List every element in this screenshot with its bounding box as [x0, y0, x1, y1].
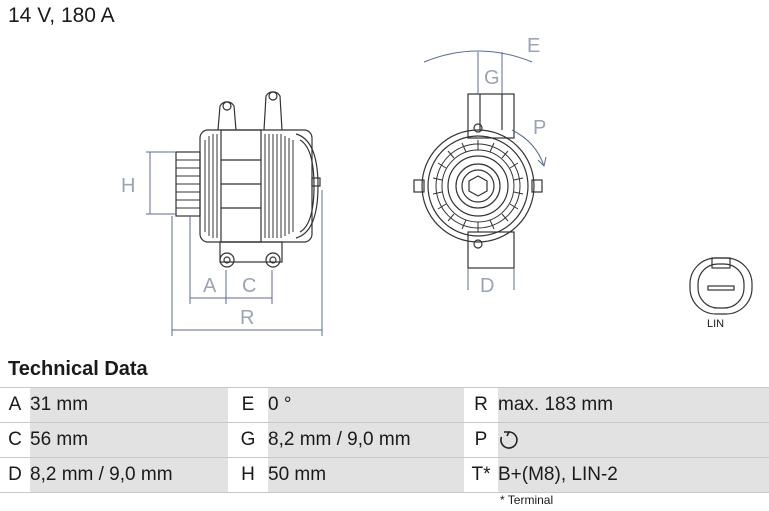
- dimension-label-g: G: [484, 67, 500, 89]
- spec-value: B+(M8), LIN-2: [498, 457, 769, 493]
- technical-data-table: A 31 mm E 0 ° R max. 183 mm C 56 mm G 8,…: [0, 387, 769, 493]
- vent-slots: [435, 143, 521, 229]
- product-title: 14 V, 180 A: [8, 4, 115, 27]
- clockwise-rotation-icon: [500, 431, 518, 449]
- spec-value: max. 183 mm: [498, 387, 769, 423]
- dimension-label-e: E: [527, 35, 540, 57]
- spec-key: R: [464, 387, 498, 423]
- spec-value: 31 mm: [30, 387, 228, 423]
- dimension-label-a: A: [203, 275, 217, 297]
- spec-key: P: [464, 422, 498, 458]
- angle-arc-e: [423, 50, 533, 63]
- alternator-front-view: [413, 93, 543, 269]
- spec-value-rotation: [498, 422, 769, 458]
- spec-key: E: [228, 387, 268, 423]
- pulley-nut: [468, 175, 488, 197]
- spec-value: 0 °: [268, 387, 464, 423]
- table-row: D 8,2 mm / 9,0 mm H 50 mm T* B+(M8), LIN…: [0, 457, 769, 493]
- spec-value: 56 mm: [30, 422, 228, 458]
- dimension-label-h: H: [121, 175, 135, 197]
- spec-key: D: [0, 457, 30, 493]
- spec-key: T*: [464, 457, 498, 493]
- table-row: C 56 mm G 8,2 mm / 9,0 mm P: [0, 422, 769, 458]
- alternator-technical-drawing: H A C R: [121, 35, 753, 336]
- table-row: A 31 mm E 0 ° R max. 183 mm: [0, 387, 769, 423]
- front-view-dimensions: [423, 50, 547, 290]
- rotation-arrow-p: [511, 129, 545, 167]
- spec-key: C: [0, 422, 30, 458]
- side-view-dimensions: [146, 151, 323, 336]
- technical-data-heading: Technical Data: [8, 358, 148, 380]
- spec-value: 50 mm: [268, 457, 464, 493]
- connector-label: LIN: [707, 318, 725, 330]
- footnote: * Terminal: [500, 493, 554, 507]
- spec-key: A: [0, 387, 30, 423]
- spec-key: H: [228, 457, 268, 493]
- spec-value: 8,2 mm / 9,0 mm: [30, 457, 228, 493]
- spec-key: G: [228, 422, 268, 458]
- dimension-label-c: C: [242, 275, 256, 297]
- dimension-label-p: P: [533, 117, 546, 139]
- lin-connector-drawing: [689, 257, 753, 315]
- vent-ticks: [432, 140, 524, 232]
- spec-value: 8,2 mm / 9,0 mm: [268, 422, 464, 458]
- dimension-label-d: D: [480, 275, 494, 297]
- dimension-label-r: R: [240, 307, 254, 329]
- alternator-side-view: [175, 91, 321, 268]
